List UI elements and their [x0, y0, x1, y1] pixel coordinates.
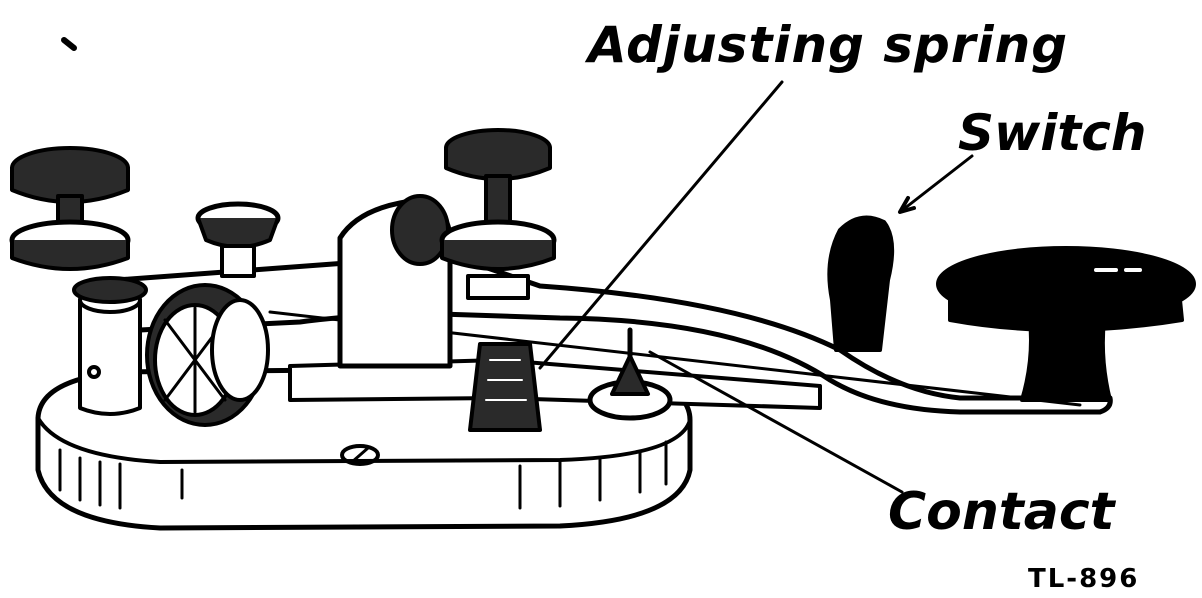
switch-leader: [900, 156, 972, 212]
key-knob: [938, 248, 1194, 400]
figure-code: TL-896: [1028, 566, 1139, 592]
center-knob-post: [198, 204, 278, 276]
ink-mark: [64, 40, 74, 48]
trunnion-stand: [340, 196, 450, 366]
adjusting-spring-label: Adjusting spring: [588, 20, 1068, 70]
contact-label: Contact: [888, 486, 1115, 538]
adjusting-spring: [470, 344, 540, 430]
switch-label: Switch: [958, 108, 1146, 158]
switch-lever: [829, 218, 892, 351]
left-binding-post: [12, 148, 146, 414]
